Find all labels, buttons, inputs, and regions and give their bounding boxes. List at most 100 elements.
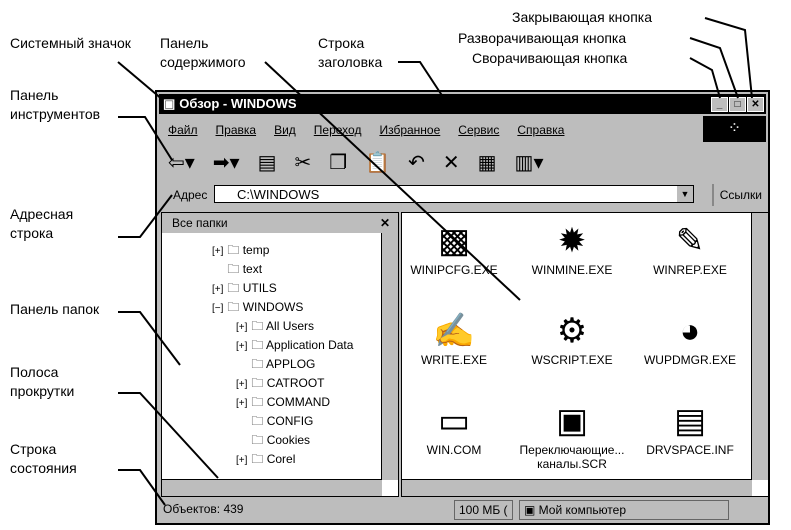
tree-item-label: CONFIG [266, 414, 314, 428]
line-system-icon [117, 61, 164, 101]
title-bar: ▣Обзор - WINDOWS _ □ ✕ [159, 94, 766, 114]
status-objects: Объектов: 439 [163, 502, 244, 516]
folders-header: Все папки✕ [162, 213, 398, 233]
copy-icon[interactable]: ❐ [329, 152, 348, 174]
tree-item[interactable]: [+] 🗀 All Users [236, 317, 314, 337]
undo-icon[interactable]: ↶ [408, 152, 425, 174]
tree-item[interactable]: 🗀 CONFIG [236, 412, 313, 431]
tree-item[interactable]: [+] 🗀 COMMAND [236, 393, 330, 413]
file-item[interactable]: ▩WINIPCFG.EXE [394, 219, 514, 277]
folder-icon: 🗀 [251, 395, 264, 409]
file-icon: ◕ [679, 312, 701, 350]
tree-item[interactable]: [+] 🗀 Application Data [236, 336, 353, 356]
properties-icon[interactable]: ▦ [477, 152, 497, 174]
file-label: WINMINE.EXE [531, 263, 613, 277]
close-panel-icon[interactable]: ✕ [379, 216, 390, 230]
callout-close-button: Закрывающая кнопка [512, 9, 652, 25]
status-location-label: Мой компьютер [538, 503, 627, 517]
window-title: Обзор - WINDOWS [179, 96, 297, 111]
expand-icon[interactable]: [+] [212, 284, 224, 295]
folder-icon: 🗀 [251, 452, 264, 466]
expand-icon[interactable]: [+] [236, 322, 248, 333]
file-item[interactable]: ◕WUPDMGR.EXE [630, 309, 750, 367]
forward-icon[interactable]: ➡▾ [212, 152, 240, 174]
menu-tools[interactable]: Сервис [458, 123, 500, 137]
callout-title-bar: Строка заголовка [318, 35, 383, 70]
content-horizontal-scrollbar[interactable] [402, 479, 752, 496]
menu-help[interactable]: Справка [517, 123, 565, 137]
folder-icon: 🗀 [251, 319, 264, 333]
tree-item[interactable]: [−] 🗀 WINDOWS [212, 298, 303, 318]
menu-file[interactable]: Файл [168, 123, 198, 137]
expand-icon[interactable]: [+] [212, 246, 224, 257]
expand-icon[interactable]: [+] [236, 379, 248, 390]
file-item[interactable]: ▭ WIN.COM [394, 399, 514, 457]
vertical-scrollbar[interactable] [381, 233, 398, 480]
address-value: C:\WINDOWS [237, 187, 320, 202]
tree-item[interactable]: [+] 🗀 CATROOT [236, 374, 324, 394]
back-icon[interactable]: ⇦▾ [168, 152, 195, 174]
file-icon: ✎ [675, 222, 705, 260]
callout-status-bar: Строка состояния [10, 441, 77, 476]
status-location: ▣ Мой компьютер [519, 500, 729, 520]
tree-item[interactable]: 🗀 Cookies [236, 431, 310, 450]
file-item[interactable]: ⚙ WSCRIPT.EXE [512, 309, 632, 367]
callout-maximize-button: Разворачивающая кнопка [458, 30, 627, 46]
tree-item[interactable]: 🗀 text [212, 260, 262, 279]
up-folder-icon[interactable]: ▤ [257, 152, 277, 174]
file-label: Переключающие... каналы.SCR [519, 443, 625, 471]
callout-system-icon: Системный значок [10, 35, 131, 51]
callout-address-bar: Адресная строка [10, 206, 74, 241]
folders-panel: Все папки✕ [+] 🗀 temp 🗀 text[+] 🗀 UTILS[… [161, 212, 399, 497]
menu-edit[interactable]: Правка [215, 123, 257, 137]
dropdown-icon[interactable]: ▼ [677, 186, 693, 202]
file-icon: ⚙ [556, 312, 588, 350]
file-item[interactable]: ✎ WINREP.EXE [630, 219, 750, 277]
file-item[interactable]: ▤DRVSPACE.INF [630, 399, 750, 457]
file-label: WIN.COM [426, 443, 482, 457]
file-label: WINREP.EXE [653, 263, 727, 277]
folder-icon: 🗀 [251, 357, 264, 371]
content-vertical-scrollbar[interactable] [751, 213, 768, 480]
menu-favorites[interactable]: Избранное [379, 123, 441, 137]
tree-item-label: Cookies [266, 433, 311, 447]
status-bar: Объектов: 439 100 МБ ( ▣ Мой компьютер [159, 498, 766, 520]
expand-icon[interactable]: [+] [236, 455, 248, 466]
file-label: DRVSPACE.INF [646, 443, 734, 457]
tree-item[interactable]: [+] 🗀 temp [212, 241, 269, 261]
tree-item[interactable]: [+] 🗀 Corel [236, 450, 295, 470]
expand-icon[interactable]: [+] [236, 398, 248, 409]
delete-icon[interactable]: ✕ [442, 152, 460, 174]
address-input[interactable]: C:\WINDOWS ▼ [214, 185, 694, 203]
tree-item-label: WINDOWS [242, 300, 304, 314]
tree-item-label: temp [242, 243, 270, 257]
folder-icon: 🗀 [227, 262, 240, 276]
file-label: WSCRIPT.EXE [531, 353, 613, 367]
file-item[interactable]: ✍WRITE.EXE [394, 309, 514, 367]
expand-icon[interactable]: [+] [236, 341, 248, 352]
system-icon[interactable]: ▣ [163, 96, 176, 111]
file-item[interactable]: ▣Переключающие... каналы.SCR [512, 399, 632, 471]
line-folders [118, 311, 181, 366]
tree-item-label: Application Data [266, 338, 354, 352]
paste-icon[interactable]: 📋 [365, 152, 391, 174]
line-scroll [118, 392, 219, 479]
line-minimize [689, 57, 721, 99]
views-icon[interactable]: ▥▾ [514, 152, 544, 174]
menu-view[interactable]: Вид [274, 123, 296, 137]
close-button[interactable]: ✕ [747, 97, 764, 112]
expand-icon[interactable]: [−] [212, 303, 224, 314]
file-item[interactable]: ✹ WINMINE.EXE [512, 219, 632, 277]
file-icon: ✹ [557, 222, 587, 260]
tree-item[interactable]: 🗀 APPLOG [236, 355, 315, 374]
computer-icon: ▣ [524, 503, 539, 517]
cut-icon[interactable]: ✂ [294, 152, 312, 174]
horizontal-scrollbar[interactable] [162, 479, 382, 496]
tree-item-label: CATROOT [266, 376, 325, 390]
file-icon: ▭ [437, 402, 471, 440]
line-content [264, 61, 521, 301]
links-button[interactable]: Ссылки [711, 184, 762, 206]
tree-item[interactable]: [+] 🗀 UTILS [212, 279, 277, 299]
